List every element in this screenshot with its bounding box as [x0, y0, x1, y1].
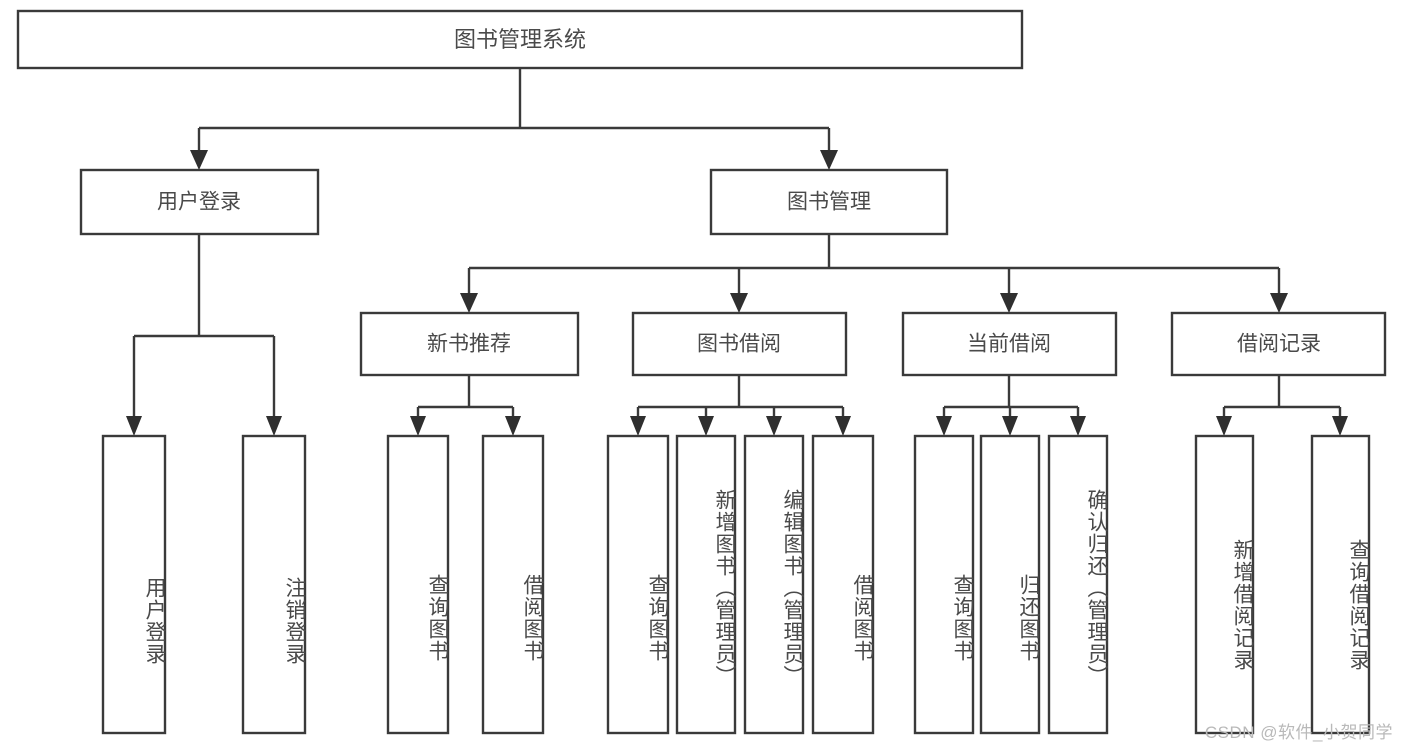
arrow-book-borrow-leaf-4-icon: [835, 416, 851, 436]
node-root-system[interactable]: 图书管理系统: [16, 9, 1024, 70]
leaf-new-book-2-box[interactable]: [481, 434, 545, 735]
node-new-book-recommend-box[interactable]: [359, 311, 580, 377]
connector-group-root: [190, 68, 838, 170]
node-book-borrow-box[interactable]: [631, 311, 848, 377]
leaf-borrow-record-2-box[interactable]: [1310, 434, 1371, 735]
arrow-new-book-leaf-2-icon: [505, 416, 521, 436]
arrow-new-book-leaf-1-icon: [410, 416, 426, 436]
node-book-management-box[interactable]: [709, 168, 949, 236]
connector-group-new-book: [410, 375, 521, 436]
leaf-borrow-record-1-box[interactable]: [1194, 434, 1255, 735]
connector-group-user-login: [126, 234, 282, 436]
node-user-login[interactable]: 用户登录: [79, 168, 320, 236]
leaf-book-borrow-3-box[interactable]: [743, 434, 805, 735]
leaf-current-borrow-3-box[interactable]: [1047, 434, 1109, 735]
arrow-book-mgmt-to-current-icon: [1000, 293, 1018, 313]
node-borrow-record-box[interactable]: [1170, 311, 1387, 377]
node-current-borrow-label: 当前借阅: [967, 333, 1051, 356]
arrow-book-mgmt-to-new-book-icon: [460, 293, 478, 313]
leaf-current-borrow-2-box[interactable]: [979, 434, 1041, 735]
arrow-book-borrow-leaf-1-icon: [630, 416, 646, 436]
leaf-new-book-1-box[interactable]: [386, 434, 450, 735]
leaf-book-borrow-1-box[interactable]: [606, 434, 670, 735]
connector-group-book-borrow: [630, 375, 851, 436]
arrow-book-mgmt-to-borrow-icon: [730, 293, 748, 313]
arrow-root-to-user-login-icon: [190, 150, 208, 170]
connector-group-current-borrow: [936, 375, 1086, 436]
leaf-user-login-2-box[interactable]: [241, 434, 307, 735]
arrow-user-login-leaf-1-icon: [126, 416, 142, 436]
arrow-user-login-leaf-2-icon: [266, 416, 282, 436]
connector-group-book-mgmt: [460, 234, 1288, 313]
arrow-borrow-record-leaf-2-icon: [1332, 416, 1348, 436]
node-book-management[interactable]: 图书管理: [709, 168, 949, 236]
leaf-book-borrow-2-box[interactable]: [675, 434, 737, 735]
arrow-root-to-book-mgmt-icon: [820, 150, 838, 170]
node-borrow-record[interactable]: 借阅记录: [1170, 311, 1387, 377]
csdn-watermark: CSDN @软件_小贺同学: [1204, 723, 1393, 742]
node-book-management-label: 图书管理: [787, 191, 871, 214]
arrow-current-borrow-leaf-1-icon: [936, 416, 952, 436]
node-user-login-label: 用户登录: [157, 191, 241, 214]
node-new-book-recommend-label: 新书推荐: [427, 333, 511, 356]
leaf-current-borrow-1-box[interactable]: [913, 434, 975, 735]
arrow-borrow-record-leaf-1-icon: [1216, 416, 1232, 436]
node-root-system-box[interactable]: [16, 9, 1024, 70]
arrow-book-mgmt-to-record-icon: [1270, 293, 1288, 313]
node-user-login-box[interactable]: [79, 168, 320, 236]
arrow-book-borrow-leaf-2-icon: [698, 416, 714, 436]
arrow-book-borrow-leaf-3-icon: [766, 416, 782, 436]
leaf-user-login-1-box[interactable]: [101, 434, 167, 735]
node-new-book-recommend[interactable]: 新书推荐: [359, 311, 580, 377]
leaf-book-borrow-4-box[interactable]: [811, 434, 875, 735]
connector-group-borrow-record: [1216, 375, 1348, 436]
node-borrow-record-label: 借阅记录: [1237, 333, 1321, 356]
arrow-current-borrow-leaf-3-icon: [1070, 416, 1086, 436]
node-book-borrow-label: 图书借阅: [697, 333, 781, 356]
node-current-borrow[interactable]: 当前借阅: [901, 311, 1118, 377]
arrow-current-borrow-leaf-2-icon: [1002, 416, 1018, 436]
node-root-system-label: 图书管理系统: [454, 27, 586, 52]
node-book-borrow[interactable]: 图书借阅: [631, 311, 848, 377]
node-current-borrow-box[interactable]: [901, 311, 1118, 377]
